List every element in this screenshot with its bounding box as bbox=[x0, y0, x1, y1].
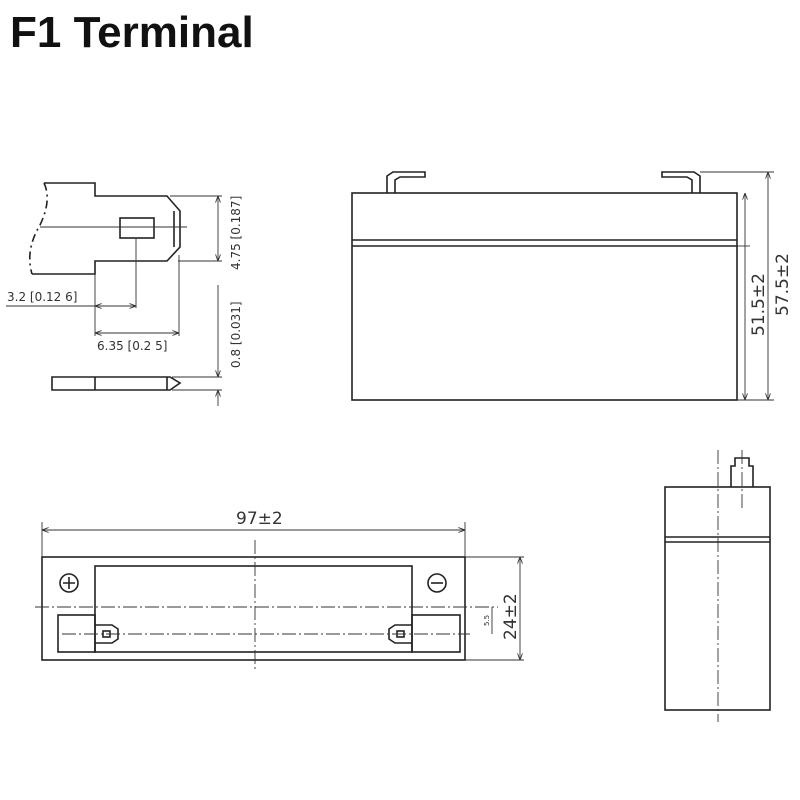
battery-front-view bbox=[351, 171, 774, 401]
total-height-label: 57.5±2 bbox=[773, 253, 793, 316]
positive-terminal-icon bbox=[63, 577, 75, 589]
body-height-label: 51.5±2 bbox=[749, 273, 769, 336]
terminal-length-label: 6.35 [0.2 5] bbox=[97, 339, 167, 353]
page-title: F1 Terminal bbox=[10, 8, 254, 57]
width-label: 24±2 bbox=[501, 593, 521, 640]
length-label: 97±2 bbox=[236, 509, 283, 529]
terminal-side-view bbox=[51, 285, 222, 406]
terminal-thickness-label: 0.8 [0.031] bbox=[229, 301, 243, 368]
battery-top-view bbox=[35, 522, 524, 672]
terminal-height-label: 4.75 [0.187] bbox=[229, 196, 243, 270]
slot-offset-label: 3.2 [0.12 6] bbox=[7, 290, 77, 304]
terminal-offset-label: 5.5 bbox=[483, 615, 491, 626]
terminal-top-view bbox=[6, 182, 222, 336]
battery-side-view bbox=[664, 450, 771, 722]
